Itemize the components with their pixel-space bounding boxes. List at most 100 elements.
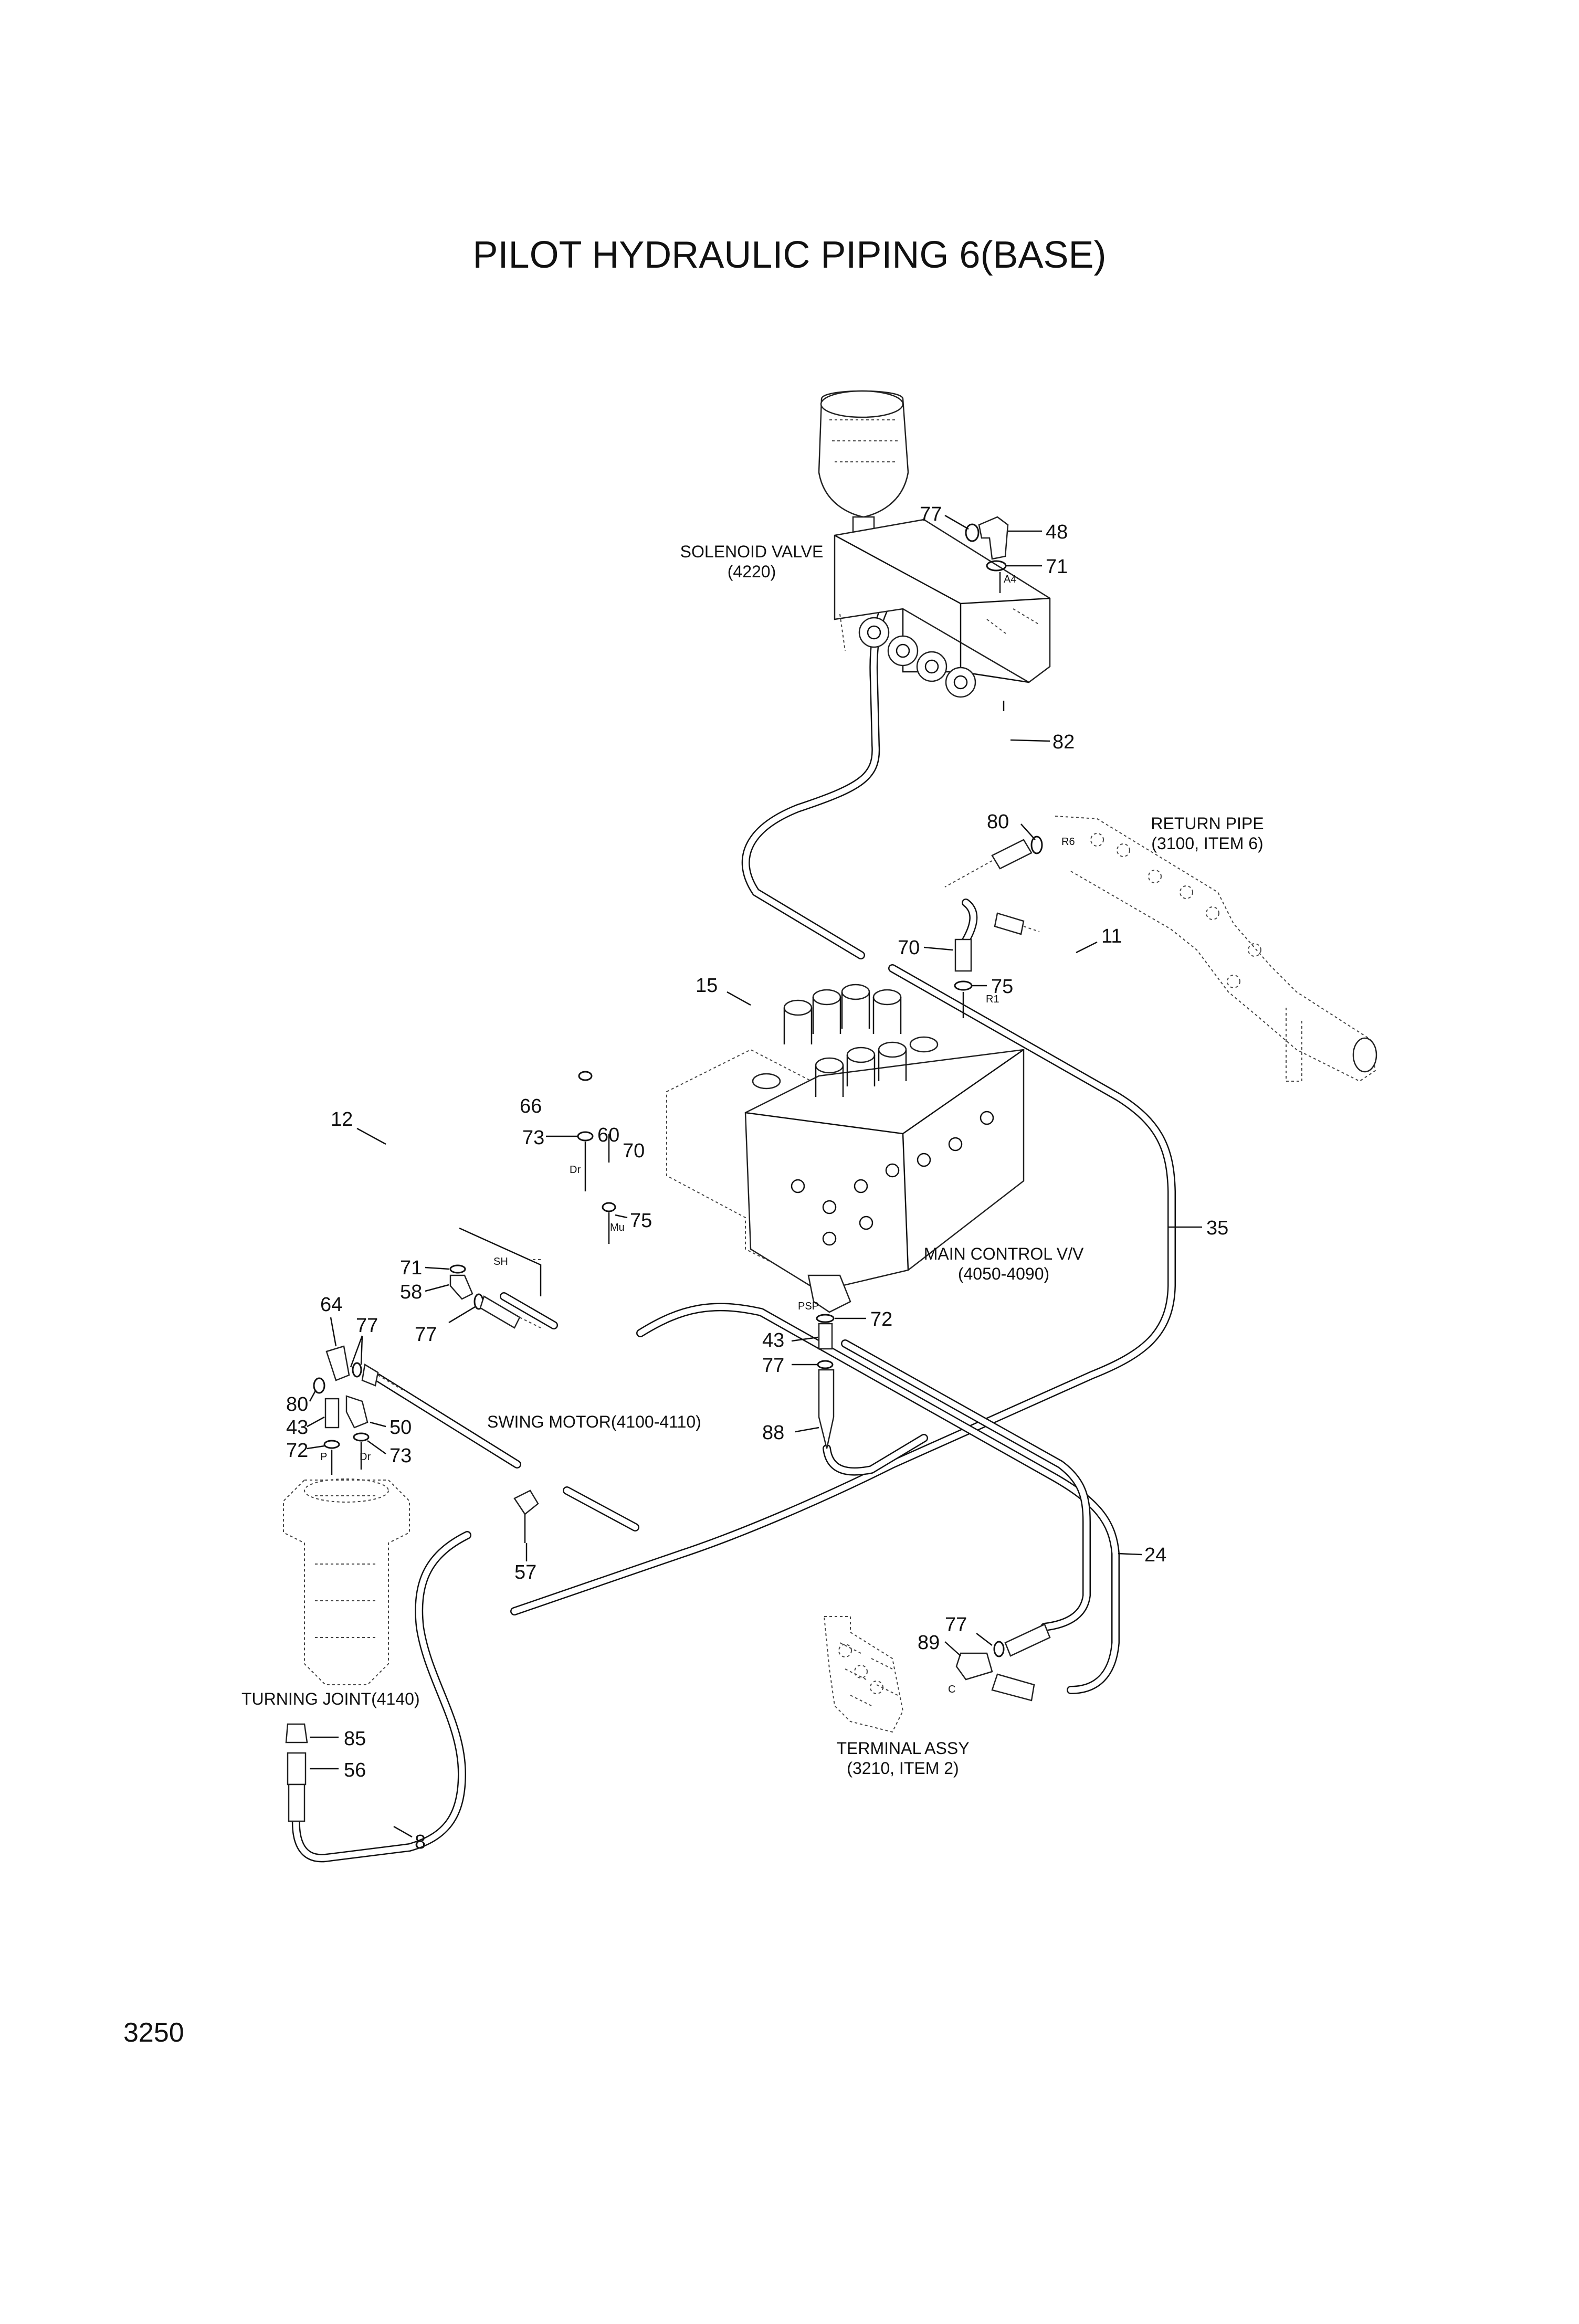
callout-35: 35 xyxy=(1206,1217,1228,1239)
port-sh-label: SH xyxy=(493,1256,508,1267)
callout-56: 56 xyxy=(344,1759,366,1781)
o-ring-77 xyxy=(965,523,980,542)
o-ring-72-a xyxy=(816,1314,835,1323)
adapter-70 xyxy=(954,938,972,972)
callout-58: 58 xyxy=(400,1281,422,1303)
terminal-assy-ref: (3210, ITEM 2) xyxy=(847,1759,959,1778)
callout-75: 75 xyxy=(630,1210,652,1232)
callout-66: 66 xyxy=(520,1095,542,1117)
callout-85: 85 xyxy=(344,1728,366,1750)
callout-75: 75 xyxy=(991,976,1013,998)
callout-71: 71 xyxy=(1046,556,1068,578)
hose-24-b xyxy=(841,1339,1091,1631)
callout-11: 11 xyxy=(1101,925,1122,947)
turning-joint-label: TURNING JOINT(4140) xyxy=(241,1689,420,1708)
page-title: PILOT HYDRAULIC PIPING 6(BASE) xyxy=(473,234,1107,276)
elbow-58 xyxy=(449,1274,473,1300)
page-number: 3250 xyxy=(123,2017,184,2048)
port-a4-label: A4 xyxy=(1004,574,1016,585)
callout-15: 15 xyxy=(696,975,718,997)
main-control-valve-assembly: Dr Mu PSP xyxy=(570,984,1025,1449)
callout-12: 12 xyxy=(331,1108,353,1131)
o-ring-75-a xyxy=(954,980,973,991)
callout-77: 77 xyxy=(920,503,942,525)
callout-77: 77 xyxy=(762,1355,784,1377)
o-ring-77-c xyxy=(352,1362,362,1378)
callout-72: 72 xyxy=(286,1440,308,1462)
callout-50: 50 xyxy=(390,1417,412,1439)
return-pipe-ref: (3100, ITEM 6) xyxy=(1151,834,1263,853)
o-ring-73-a xyxy=(577,1131,594,1142)
o-ring-66 xyxy=(578,1071,593,1081)
port-c-label: C xyxy=(948,1684,955,1695)
o-ring-77-e xyxy=(993,1641,1005,1657)
callout-43: 43 xyxy=(762,1329,784,1351)
port-dr-label-2: Dr xyxy=(360,1451,371,1463)
swing-motor-assembly: SH P Dr xyxy=(283,1227,542,1822)
callout-numbers: 77 48 71 82 80 11 70 75 15 66 73 60 70 7… xyxy=(286,503,1228,1853)
elbow-50 xyxy=(345,1395,369,1429)
callout-73: 73 xyxy=(390,1445,412,1467)
port-r1-label: R1 xyxy=(986,994,999,1005)
callout-71: 71 xyxy=(400,1257,422,1279)
callout-77: 77 xyxy=(945,1614,967,1636)
plug-85 xyxy=(285,1723,308,1744)
solenoid-valve-label: SOLENOID VALVE xyxy=(680,542,824,561)
callout-57: 57 xyxy=(514,1561,536,1583)
connector-43-b xyxy=(324,1398,340,1429)
callout-82: 82 xyxy=(1052,731,1075,753)
port-psp-label: PSP xyxy=(798,1301,819,1312)
callout-8: 8 xyxy=(415,1831,426,1853)
callout-77: 77 xyxy=(415,1324,437,1346)
terminal-assembly: C xyxy=(823,1616,1051,1733)
return-pipe-assembly: R6 R1 xyxy=(944,816,1377,1082)
o-ring-72-b xyxy=(323,1440,340,1449)
solenoid-valve-ref: (4220) xyxy=(728,562,776,581)
tee-fitting-89 xyxy=(955,1652,993,1681)
callout-70: 70 xyxy=(623,1140,645,1162)
callout-24: 24 xyxy=(1144,1544,1166,1566)
terminal-assy-label: TERMINAL ASSY xyxy=(836,1739,969,1758)
connector-57 xyxy=(513,1490,539,1515)
o-ring-77-d xyxy=(817,1360,834,1369)
o-ring-71-b xyxy=(449,1264,466,1274)
elbow-fitting-48 xyxy=(978,516,1009,560)
callout-89: 89 xyxy=(918,1632,940,1654)
o-ring-80-b xyxy=(313,1377,325,1394)
o-ring-80-a xyxy=(1030,836,1043,854)
callout-60: 60 xyxy=(597,1124,619,1146)
hose-lines xyxy=(291,573,1176,1863)
elbow-64 xyxy=(325,1345,350,1381)
leader-lines xyxy=(307,514,1202,1838)
callout-64: 64 xyxy=(320,1294,342,1316)
component-labels: SOLENOID VALVE (4220) RETURN PIPE (3100,… xyxy=(241,542,1264,1778)
port-r6-label: R6 xyxy=(1061,836,1075,848)
port-mu-label: Mu xyxy=(610,1222,625,1233)
callout-88: 88 xyxy=(762,1422,784,1444)
callout-72: 72 xyxy=(870,1308,892,1330)
swing-motor-label: SWING MOTOR(4100-4110) xyxy=(487,1412,701,1431)
solenoid-valve-assembly: A4 xyxy=(818,390,1051,711)
callout-73: 73 xyxy=(522,1127,544,1149)
callout-48: 48 xyxy=(1046,521,1068,543)
valve-ports xyxy=(791,1111,994,1246)
port-p-label: P xyxy=(320,1451,327,1463)
callout-43: 43 xyxy=(286,1417,308,1439)
o-ring-73-b xyxy=(353,1432,370,1442)
port-dr-label-1: Dr xyxy=(570,1164,581,1176)
callout-80: 80 xyxy=(286,1393,308,1415)
solenoid-coils xyxy=(858,617,976,698)
o-ring-75-b xyxy=(602,1202,616,1212)
main-control-valve-label: MAIN CONTROL V/V xyxy=(924,1244,1084,1263)
callout-80: 80 xyxy=(987,811,1009,833)
callout-77: 77 xyxy=(356,1315,378,1337)
valve-spool-caps xyxy=(752,984,939,1097)
return-pipe-label: RETURN PIPE xyxy=(1151,814,1264,833)
callout-70: 70 xyxy=(898,937,920,959)
connector-43-a xyxy=(818,1323,833,1350)
main-control-valve-ref: (4050-4090) xyxy=(958,1264,1049,1283)
hose-end-88 xyxy=(818,1369,835,1449)
connector-56 xyxy=(287,1752,307,1786)
